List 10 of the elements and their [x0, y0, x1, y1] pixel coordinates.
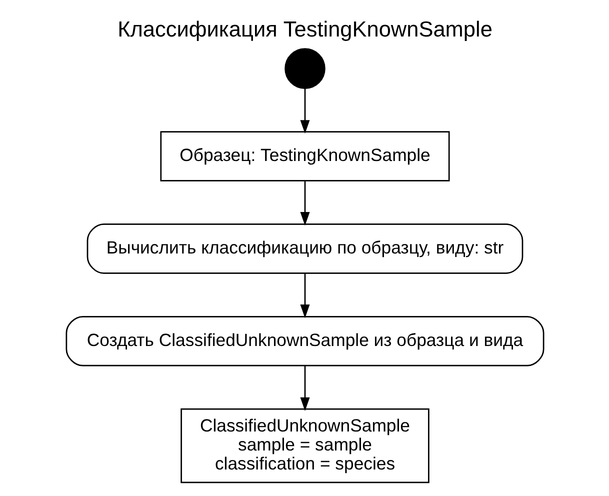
- arrow: [300, 88, 310, 134]
- node-box: Создать ClassifiedUnknownSample из образца и вида: [65, 316, 544, 366]
- node-box: Образец: TestingKnownSample: [160, 131, 450, 182]
- node-circle: [284, 48, 325, 89]
- arrow: [300, 181, 310, 226]
- node-box: ClassifiedUnknownSample sample = sample classification = species: [180, 408, 429, 484]
- arrow: [300, 274, 310, 318]
- node-box: Вычислить классификацию по образцу, виду: str: [86, 224, 523, 274]
- diagram-title: Классификация TestingKnownSample: [117, 16, 492, 42]
- arrow: [300, 366, 310, 412]
